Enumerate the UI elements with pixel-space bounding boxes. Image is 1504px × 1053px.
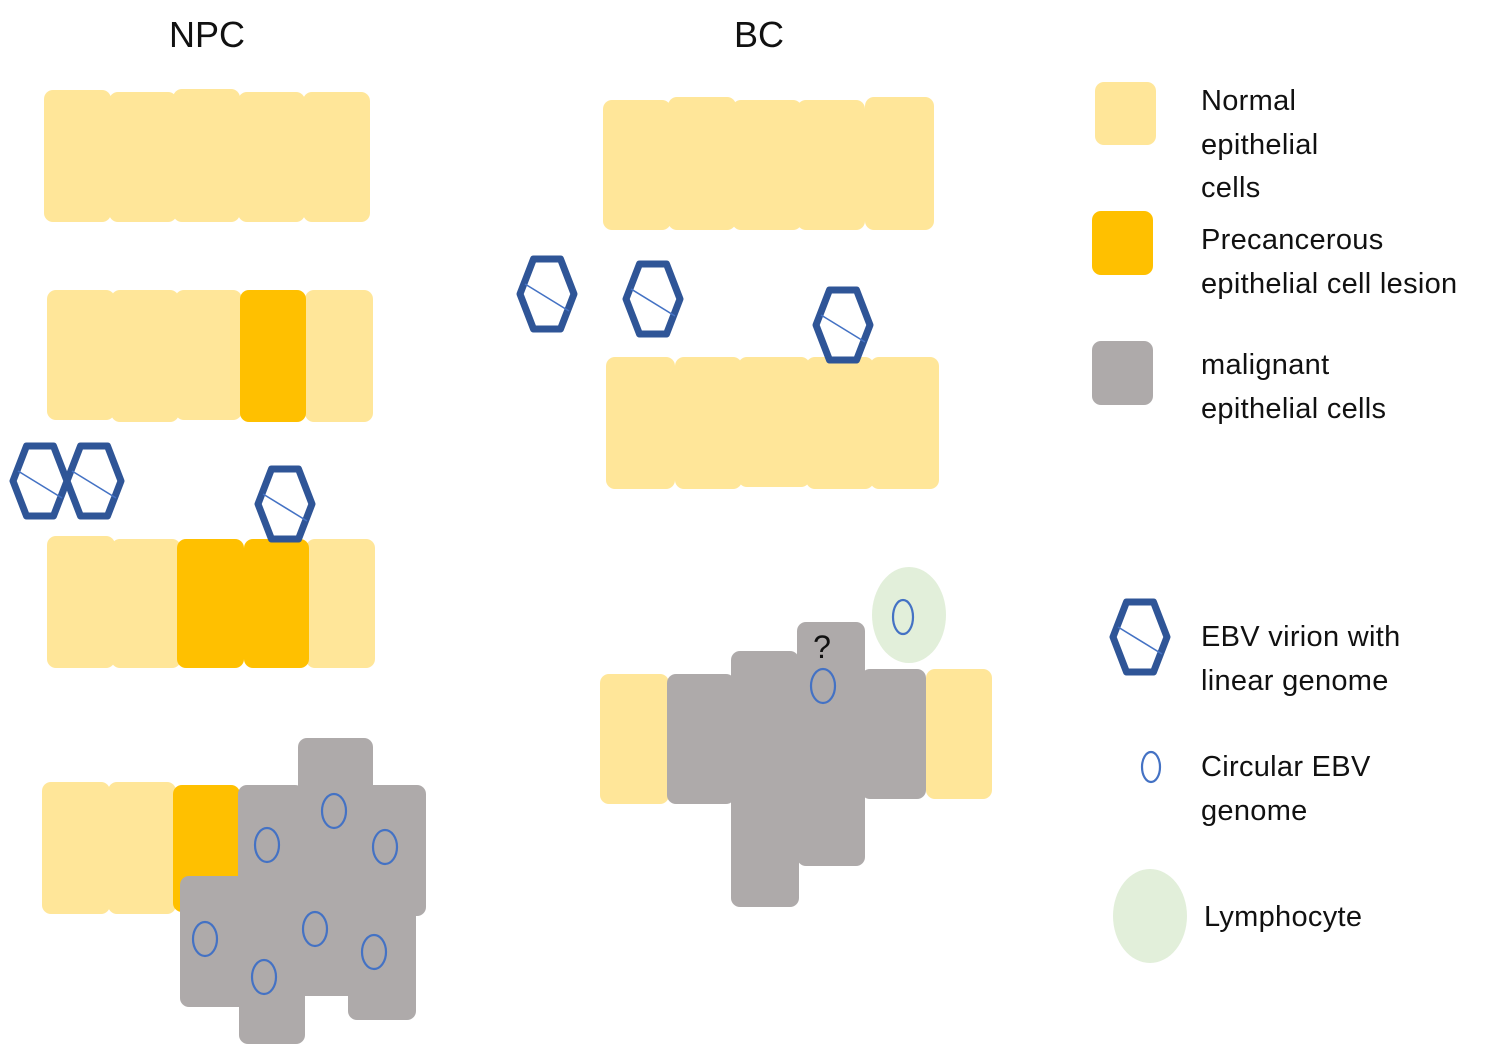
bc-title: BC — [734, 14, 785, 55]
normal-cell — [865, 97, 934, 230]
circular-ebv-genome-icon — [253, 826, 281, 864]
circular-ebv-genome-icon — [191, 920, 219, 958]
legend-label-normal: Normal epithelial cells — [1201, 85, 1319, 204]
circular-ebv-genome-icon — [320, 792, 348, 830]
malignant-cell — [731, 651, 799, 907]
bc-stage-infected — [606, 357, 939, 489]
npc-virions — [13, 446, 312, 539]
normal-cell — [738, 357, 810, 487]
normal-cell — [606, 357, 675, 489]
normal-cell — [668, 97, 736, 230]
malignant-cell — [861, 669, 926, 799]
normal-cell — [306, 539, 375, 668]
npc-stage-precancerous-double — [47, 536, 375, 668]
normal-cell — [47, 536, 115, 668]
legend-swatches — [1092, 82, 1187, 963]
precancerous-cell — [240, 290, 306, 422]
normal-cell — [44, 90, 111, 222]
ebv-virion-icon — [626, 264, 680, 334]
normal-cell — [175, 290, 242, 420]
ebv-virion-icon — [258, 469, 312, 539]
ebv-virion-icon — [13, 446, 67, 516]
legend-label-virion: EBV virion with linear genome — [1201, 621, 1401, 697]
circular-ebv-genome-icon — [809, 667, 837, 705]
malignant-cell — [667, 674, 735, 804]
circular-ebv-genome-icon — [301, 910, 329, 948]
legend-label-lymphocyte: Lymphocyte — [1204, 901, 1363, 933]
legend-swatch-normal — [1095, 82, 1156, 145]
bc-stage-malignant: ? — [600, 567, 992, 907]
precancerous-cell — [177, 539, 244, 668]
normal-cell — [303, 92, 370, 222]
precancerous-cell — [244, 539, 309, 668]
circular-ebv-genome-icon — [250, 958, 278, 996]
malignant-cell — [280, 876, 360, 996]
legend-lymphocyte-icon — [1113, 869, 1187, 963]
normal-cell — [305, 290, 373, 422]
normal-cell — [111, 539, 181, 668]
normal-cell — [111, 290, 179, 422]
normal-cell — [806, 357, 874, 489]
normal-cell — [732, 100, 802, 230]
malignant-cell — [348, 876, 416, 1020]
ebv-virion-icon — [67, 446, 121, 516]
normal-cell — [926, 669, 992, 799]
legend-label-precancerous: Precancerous epithelial cell lesion — [1201, 224, 1458, 300]
normal-cell — [797, 100, 865, 230]
circular-ebv-genome-icon — [371, 828, 399, 866]
legend-swatch-malignant — [1092, 341, 1153, 405]
npc-title: NPC — [169, 14, 246, 55]
circular-ebv-genome-icon — [891, 598, 915, 636]
normal-cell — [109, 92, 177, 222]
normal-cell — [42, 782, 110, 914]
ebv-virion-icon — [816, 290, 870, 360]
npc-stage-normal — [44, 89, 370, 222]
npc-stage-precancerous-single — [47, 290, 373, 422]
normal-cell — [173, 89, 240, 222]
normal-cell — [108, 782, 176, 914]
normal-cell — [238, 92, 305, 222]
normal-cell — [603, 100, 671, 230]
ebv-virion-icon — [520, 259, 574, 329]
legend-label-circular: Circular EBV genome — [1201, 751, 1371, 827]
normal-cell — [47, 290, 115, 420]
normal-cell — [870, 357, 939, 489]
legend-label-malignant: malignant epithelial cells — [1201, 349, 1387, 425]
circular-ebv-genome-icon — [360, 933, 388, 971]
legend-swatch-precancerous — [1092, 211, 1153, 275]
normal-cell — [675, 357, 742, 489]
bc-virions — [520, 259, 870, 360]
lymphocyte — [872, 567, 946, 663]
question-mark: ? — [813, 629, 831, 665]
malignant-cell — [797, 622, 865, 866]
bc-stage-normal — [603, 97, 934, 230]
normal-cell — [600, 674, 669, 804]
npc-stage-malignant — [42, 738, 426, 1044]
legend-circular-ebv-genome-icon — [1140, 750, 1162, 784]
legend-ebv-virion-icon — [1113, 602, 1167, 672]
